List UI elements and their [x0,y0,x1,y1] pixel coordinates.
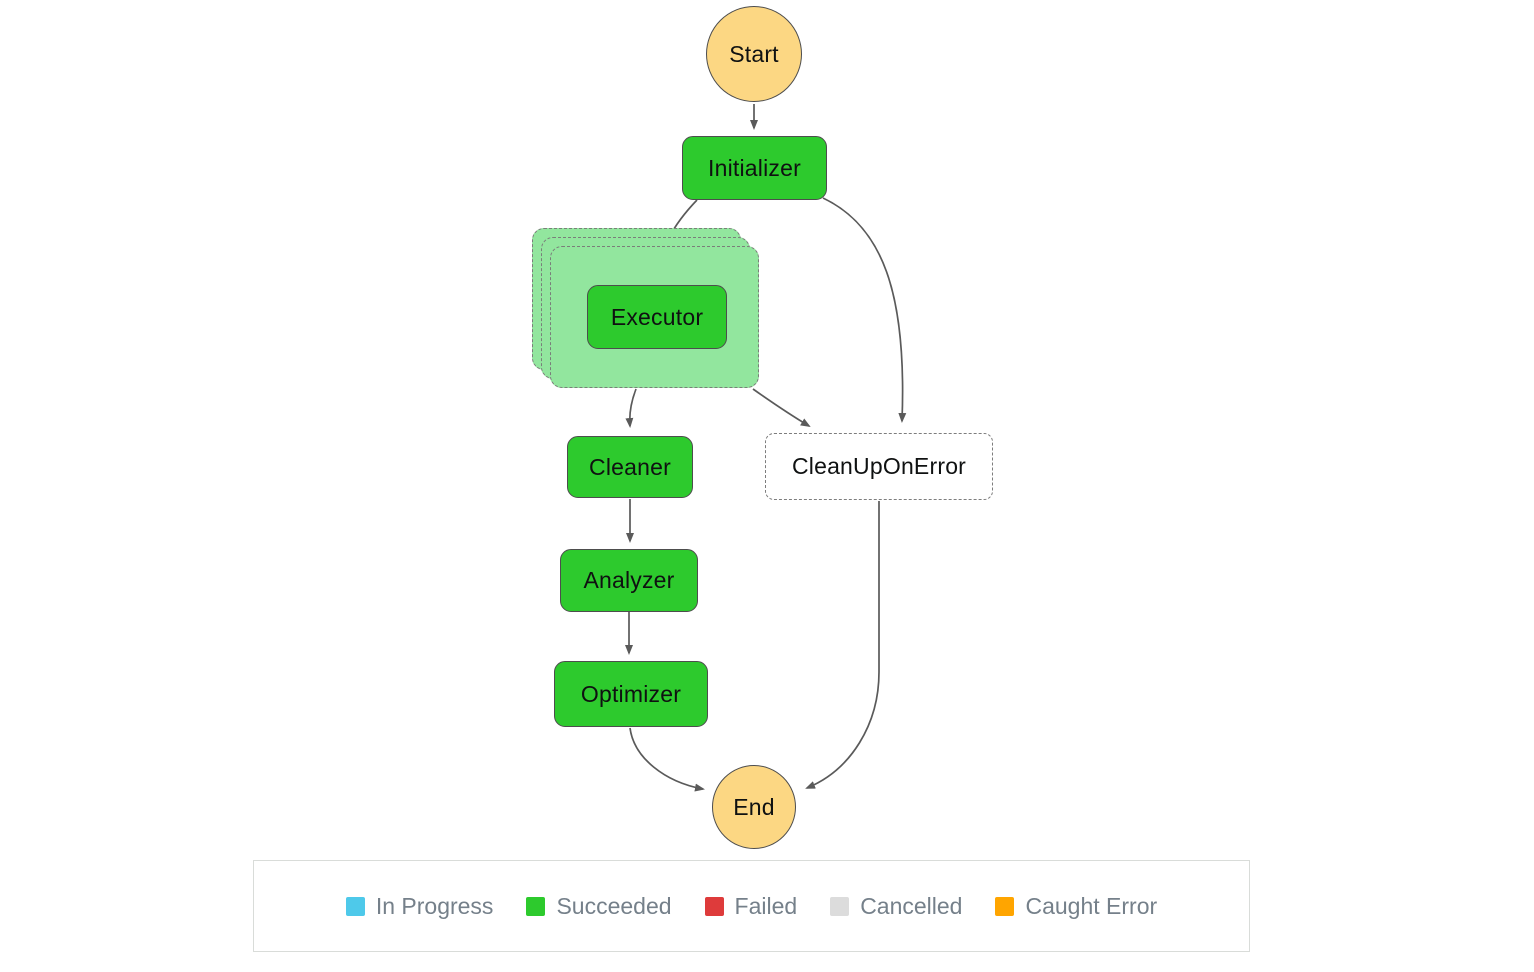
node-analyzer-label: Analyzer [583,567,675,593]
node-initializer[interactable]: Initializer [682,136,827,200]
node-cleaner-label: Cleaner [589,453,671,480]
node-initializer-label: Initializer [708,154,801,181]
caught-error-swatch [995,896,1015,916]
legend-item-succeeded: Succeeded [526,892,672,920]
edge-cleanuponerror-end [805,501,880,789]
node-optimizer[interactable]: Optimizer [554,661,708,727]
node-end[interactable]: End [712,765,796,849]
status-legend: In Progress Succeeded Failed Cancelled C… [253,860,1250,952]
node-end-label: End [733,793,775,820]
node-executor-label: Executor [610,303,704,330]
node-start-label: Start [729,40,779,67]
node-analyzer[interactable]: Analyzer [560,549,698,612]
node-optimizer-label: Optimizer [580,680,682,707]
node-cleaner[interactable]: Cleaner [567,436,693,498]
edge-initializer-cleanuponerror [822,197,907,423]
legend-label-failed: Failed [734,892,798,919]
legend-label-in-progress: In Progress [375,892,494,919]
legend-item-in-progress: In Progress [345,892,494,920]
legend-item-cancelled: Cancelled [830,893,962,920]
node-executor[interactable]: Executor [587,285,727,349]
failed-swatch [704,896,724,916]
edge-executor-cleanuponerror [752,388,811,428]
legend-label-cancelled: Cancelled [860,892,963,919]
edge-optimizer-end [629,727,705,792]
cancelled-swatch [830,896,850,916]
legend-item-caught-error: Caught Error [995,893,1157,920]
legend-item-failed: Failed [704,892,798,920]
node-cleanuponerror[interactable]: CleanUpOnError [765,433,993,500]
legend-label-caught-error: Caught Error [1025,892,1158,919]
in-progress-swatch [345,896,365,916]
legend-label-succeeded: Succeeded [556,892,672,919]
node-cleanuponerror-label: CleanUpOnError [791,453,967,479]
succeeded-swatch [526,896,546,916]
edge-executor-cleaner [625,388,637,428]
node-start[interactable]: Start [706,6,802,102]
